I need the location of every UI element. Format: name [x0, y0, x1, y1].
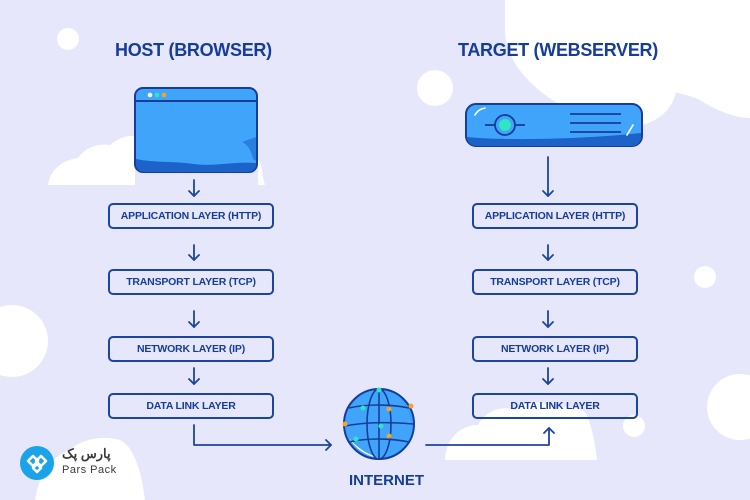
host-network-layer: NETWORK LAYER (IP): [108, 336, 274, 362]
target-application-layer: APPLICATION LAYER (HTTP): [472, 203, 638, 229]
bubble: [707, 374, 750, 440]
arrow-down-icon: [542, 367, 554, 385]
parspack-logo-icon: [20, 446, 54, 480]
bubble: [0, 305, 48, 377]
browser-window-icon: [134, 87, 258, 173]
connector-internet-to-target: [425, 427, 555, 446]
internet-label: INTERNET: [349, 472, 424, 489]
brand-name-fa: پارس پک: [62, 446, 111, 461]
arrow-down-icon: [188, 310, 200, 328]
bubble: [623, 415, 645, 437]
bubble: [694, 266, 716, 288]
bubble: [57, 28, 79, 50]
cloud-bottom-left: [35, 438, 145, 500]
cloud-left: [48, 135, 135, 185]
host-application-layer: APPLICATION LAYER (HTTP): [108, 203, 274, 229]
connector-host-to-internet: [193, 424, 332, 451]
arrow-down-icon: [188, 367, 200, 385]
arrow-down-icon: [188, 244, 200, 261]
bubble: [417, 70, 453, 106]
host-transport-layer: TRANSPORT LAYER (TCP): [108, 269, 274, 295]
host-title: HOST (BROWSER): [115, 40, 272, 60]
cloud-left-right: [258, 160, 265, 185]
target-title: TARGET (WEBSERVER): [458, 40, 658, 60]
arrow-down-icon: [542, 156, 554, 197]
host-data-link-layer: DATA LINK LAYER: [108, 393, 274, 419]
bubble: [680, 10, 750, 90]
arrow-down-icon: [188, 179, 200, 197]
globe-icon: [342, 387, 415, 460]
target-network-layer: NETWORK LAYER (IP): [472, 336, 638, 362]
target-transport-layer: TRANSPORT LAYER (TCP): [472, 269, 638, 295]
brand-name-en: Pars Pack: [62, 464, 117, 476]
arrow-down-icon: [542, 310, 554, 328]
target-data-link-layer: DATA LINK LAYER: [472, 393, 638, 419]
arrow-down-icon: [542, 244, 554, 261]
server-icon: [465, 103, 643, 147]
